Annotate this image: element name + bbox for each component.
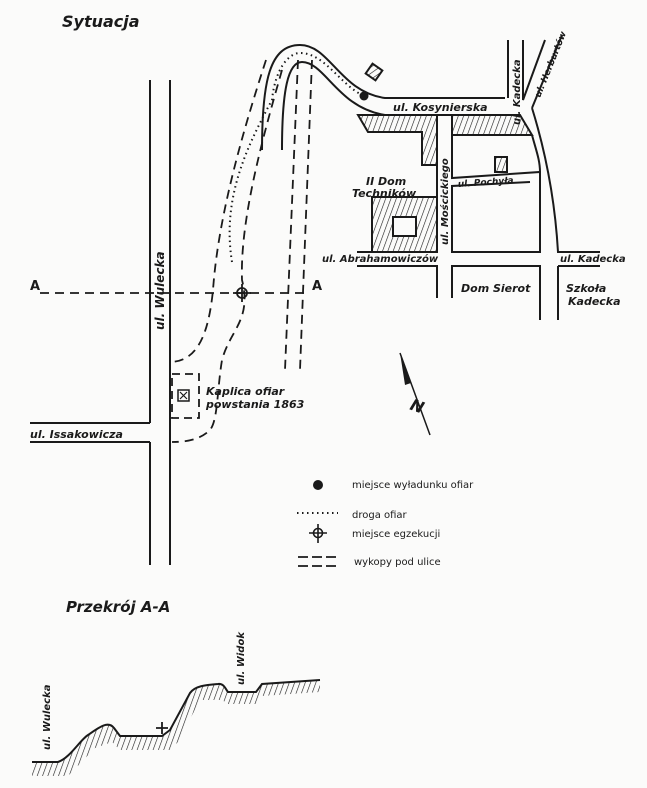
trenches bbox=[171, 59, 313, 443]
filled-circle-icon bbox=[313, 480, 323, 490]
section-line-aa: A A bbox=[30, 279, 322, 294]
building-dom-technikow bbox=[371, 196, 438, 253]
legend: miejsce wyładunku ofiar droga ofiar miej… bbox=[297, 480, 474, 568]
label-issakowicza: ul. Issakowicza bbox=[30, 428, 123, 441]
unloading-site-marker bbox=[359, 91, 369, 101]
label-kadecka-east: ul. Kadecka bbox=[560, 254, 626, 265]
label-dom-technikow-1: II Dom bbox=[366, 175, 406, 188]
execution-site-marker bbox=[233, 284, 251, 302]
legend-label-trenches: wykopy pod ulice bbox=[354, 557, 441, 568]
label-section-widok: ul. Widok bbox=[236, 631, 247, 685]
execution-point-icon bbox=[156, 722, 168, 734]
label-dom-sierot: Dom Sierot bbox=[461, 282, 531, 295]
label-szkola-2: Kadecka bbox=[568, 295, 621, 308]
street-kosynierska: ul. Kosynierska bbox=[228, 43, 505, 263]
crosshair-icon bbox=[309, 524, 327, 543]
building-kosynierska-west bbox=[356, 114, 438, 166]
label-abrahamowiczow: ul. Abrahamowiczów bbox=[322, 253, 439, 265]
label-herburtow: ul. Herburtów bbox=[533, 29, 570, 99]
label-szkola-1: Szkoła bbox=[566, 282, 606, 295]
section-marker-left: A bbox=[30, 279, 40, 294]
north-label: N bbox=[408, 395, 428, 418]
label-kaplica-2: powstania 1863 bbox=[205, 398, 305, 411]
chapel: Kaplica ofiar powstania 1863 bbox=[177, 385, 305, 411]
legend-label-execution: miejsce egzekucji bbox=[352, 529, 440, 540]
legend-label-route: droga ofiar bbox=[352, 510, 408, 521]
building-small-pochyla bbox=[494, 156, 508, 173]
label-kosynierska: ul. Kosynierska bbox=[393, 101, 488, 114]
label-kadecka-north: ul. Kadecka bbox=[512, 59, 523, 125]
situation-title: Sytuacja bbox=[62, 12, 140, 31]
label-wolecka: ul. Wulecka bbox=[153, 251, 167, 330]
double-dashed-line-icon bbox=[298, 556, 338, 567]
building-small-north bbox=[364, 62, 384, 82]
label-moscickiego: ul. Mościckiego bbox=[439, 158, 451, 245]
section-marker-right: A bbox=[312, 279, 322, 294]
legend-label-unloading: miejsce wyładunku ofiar bbox=[352, 480, 474, 491]
streets-east: ul. Kadecka ul. Herburtów ul. Mościckieg… bbox=[322, 29, 626, 320]
label-pochyla: ul. Pochyła bbox=[458, 176, 514, 190]
cross-section-profile: ul. Wulecka ul. Widok bbox=[32, 631, 321, 776]
label-kaplica-1: Kaplica ofiar bbox=[206, 385, 285, 398]
north-arrow-icon: N bbox=[399, 352, 431, 436]
cross-section-title: Przekrój A-A bbox=[66, 598, 170, 616]
label-section-wolecka: ul. Wulecka bbox=[42, 684, 53, 750]
label-dom-technikow-2: Techników bbox=[352, 187, 417, 200]
street-wolecka: ul. Wulecka ul. Issakowicza bbox=[30, 80, 171, 565]
